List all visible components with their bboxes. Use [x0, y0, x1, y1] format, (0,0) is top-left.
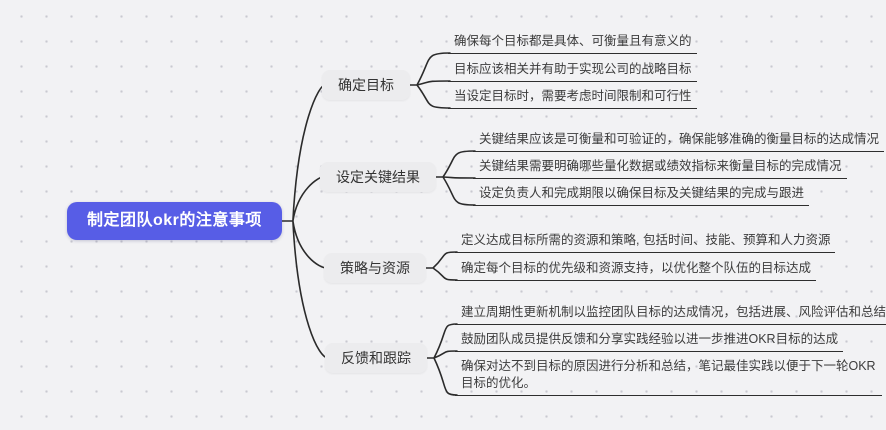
leaf-node[interactable]: 鼓励团队成员提供反馈和分享实践经验以进一步推进OKR目标的达成: [455, 331, 844, 352]
leaf-node[interactable]: 设定负责人和完成期限以确保目标及关键结果的完成与跟进: [473, 185, 810, 206]
leaf-node[interactable]: 确保对达不到目标的原因进行分析和总结，笔记最佳实践以便于下一轮OKR目标的优化。: [455, 358, 882, 396]
branch-node-key-results[interactable]: 设定关键结果: [320, 162, 436, 192]
leaf-node[interactable]: 定义达成目标所需的资源和策略, 包括时间、技能、预算和人力资源: [455, 232, 836, 253]
leaf-node[interactable]: 确保每个目标都是具体、可衡量且有意义的: [448, 33, 697, 54]
leaf-node[interactable]: 建立周期性更新机制以监控团队目标的达成情况，包括进展、风险评估和总结: [455, 304, 886, 325]
leaf-node[interactable]: 当设定目标时，需要考虑时间限制和可行性: [448, 88, 697, 109]
leaf-node[interactable]: 关键结果需要明确哪些量化数据或绩效指标来衡量目标的完成情况: [473, 158, 847, 179]
leaf-node[interactable]: 关键结果应该是可衡量和可验证的，确保能够准确的衡量目标的达成情况: [473, 131, 885, 152]
leaf-node[interactable]: 目标应该相关并有助于实现公司的战略目标: [448, 61, 697, 82]
root-node[interactable]: 制定团队okr的注意事项: [67, 202, 282, 240]
branch-node-define-goals[interactable]: 确定目标: [322, 70, 410, 100]
branch-node-strategy-resources[interactable]: 策略与资源: [324, 253, 426, 283]
branch-node-feedback-tracking[interactable]: 反馈和跟踪: [325, 343, 427, 373]
leaf-node[interactable]: 确定每个目标的优先级和资源支持，以优化整个队伍的目标达成: [455, 260, 817, 281]
